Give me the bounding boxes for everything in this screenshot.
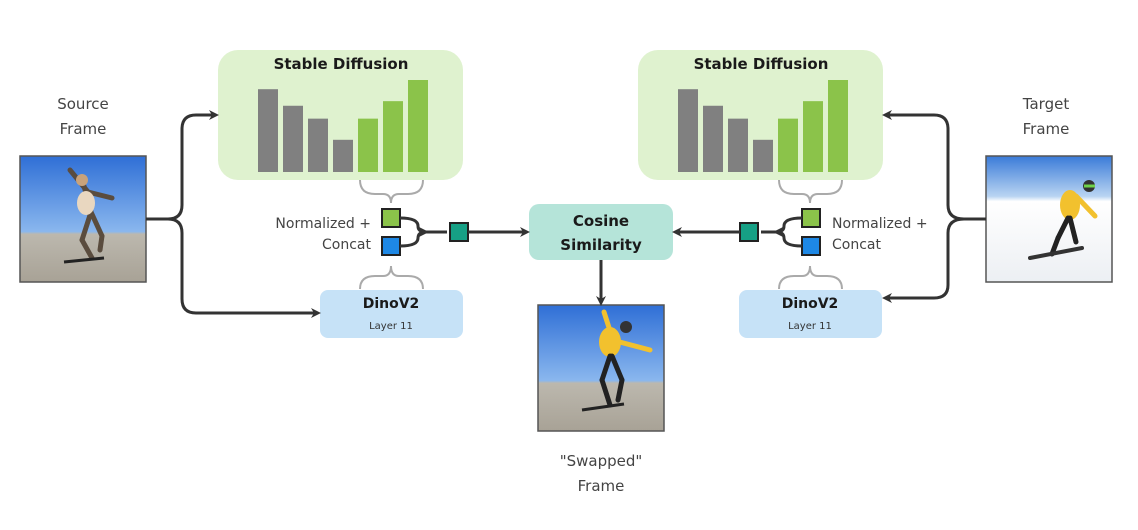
sd-bar-right-5 bbox=[778, 118, 798, 172]
sd-bar-right-1 bbox=[678, 89, 698, 172]
dino-box-left: DinoV2 Layer 11 bbox=[320, 290, 463, 338]
sd-bar-right-7 bbox=[828, 80, 848, 172]
sd-bar-left-1 bbox=[258, 89, 278, 172]
dino-subtitle-left: Layer 11 bbox=[369, 321, 413, 332]
dino-title-left: DinoV2 bbox=[363, 296, 420, 312]
source-label-line2: Frame bbox=[60, 120, 107, 138]
dino-box-right: DinoV2 Layer 11 bbox=[739, 290, 882, 338]
sd-bar-left-4 bbox=[333, 139, 353, 172]
dino-feature-square-left bbox=[381, 236, 401, 256]
dino-subtitle-right: Layer 11 bbox=[788, 321, 832, 332]
sd-box-left: Stable Diffusion bbox=[218, 50, 463, 180]
normalize-label-right-line1: Normalized + bbox=[832, 216, 928, 232]
normalize-label-right-line2: Concat bbox=[832, 237, 881, 253]
sd-feature-square-right bbox=[801, 208, 821, 228]
arrow-merge-left bbox=[399, 216, 447, 248]
arrow-source-to-sd bbox=[146, 110, 219, 221]
sd-bar-right-2 bbox=[703, 105, 723, 172]
sd-bar-left-6 bbox=[383, 101, 403, 172]
target-label-line2: Frame bbox=[1023, 120, 1070, 138]
output-label-line1: "Swapped" bbox=[560, 452, 643, 470]
arrow-target-to-sd bbox=[882, 110, 986, 221]
sd-bar-right-4 bbox=[753, 139, 773, 172]
sd-bar-right-3 bbox=[728, 118, 748, 172]
sd-title-left: Stable Diffusion bbox=[274, 55, 409, 73]
cosine-line2: Similarity bbox=[560, 236, 642, 254]
cosine-similarity-box: Cosine Similarity bbox=[529, 204, 673, 260]
source-frame-image bbox=[19, 155, 147, 283]
swapped-frame-image bbox=[537, 304, 665, 432]
source-label-line1: Source bbox=[57, 95, 109, 113]
sd-feature-square-left bbox=[381, 208, 401, 228]
sd-title-right: Stable Diffusion bbox=[694, 55, 829, 73]
arrow-merge-right bbox=[761, 216, 803, 248]
concat-feature-square-right bbox=[739, 222, 759, 242]
sd-brace-left bbox=[359, 179, 424, 204]
dino-title-right: DinoV2 bbox=[782, 296, 839, 312]
sd-bar-left-3 bbox=[308, 118, 328, 172]
dino-brace-right bbox=[778, 265, 843, 290]
arrow-source-to-dino bbox=[167, 217, 321, 318]
output-label-line2: Frame bbox=[578, 477, 625, 495]
sd-box-right: Stable Diffusion bbox=[638, 50, 883, 180]
sd-bar-right-6 bbox=[803, 101, 823, 172]
target-label-line1: Target bbox=[1022, 95, 1070, 113]
cosine-line1: Cosine bbox=[573, 212, 629, 230]
sd-feature-bars-left bbox=[258, 80, 428, 172]
dino-feature-square-right bbox=[801, 236, 821, 256]
sd-feature-bars-right bbox=[678, 80, 848, 172]
sd-bar-left-5 bbox=[358, 118, 378, 172]
normalize-label-left-line1: Normalized + bbox=[275, 216, 371, 232]
sd-brace-right bbox=[778, 179, 843, 204]
sd-bar-left-7 bbox=[408, 80, 428, 172]
target-frame-image bbox=[985, 155, 1113, 283]
arrow-target-to-dino bbox=[882, 217, 965, 303]
dino-brace-left bbox=[359, 265, 424, 290]
normalize-label-left-line2: Concat bbox=[322, 237, 371, 253]
sd-bar-left-2 bbox=[283, 105, 303, 172]
concat-feature-square-left bbox=[449, 222, 469, 242]
